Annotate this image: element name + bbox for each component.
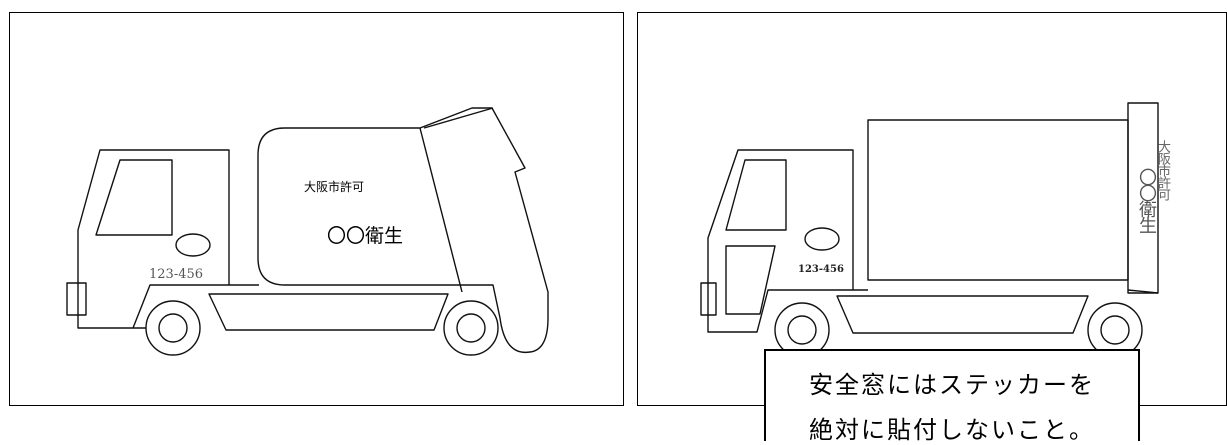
right-box-body [867,119,1129,281]
right-cab-outline [707,149,854,333]
right-bumper [700,282,717,316]
right-side-skirt [836,295,1089,334]
right-cab-window [725,159,787,231]
left-rear-hub [456,313,486,343]
left-packer-door [423,107,494,129]
left-chassis [133,284,259,329]
right-plate-text: 123-456 [798,264,844,275]
right-rear-hub [1100,315,1130,345]
left-bumper [66,282,87,316]
right-door-oval [804,227,840,251]
left-truck: 大阪市許可 〇〇衛生 123-456 [66,107,549,356]
right-permit-text-vertical: 大阪市許可 [1155,140,1170,200]
left-packer-body [257,107,549,354]
right-safety-window [725,245,776,315]
right-front-hub [787,315,817,345]
left-permit-text: 大阪市許可 [304,179,364,194]
left-door-oval [175,233,211,257]
right-truck: 123-456 [700,102,1159,358]
warning-note-line1: 安全窓にはステッカーを [809,371,1095,399]
warning-note-line2: 絶対に貼付しないこと。 [809,416,1095,444]
left-company-text: 〇〇衛生 [327,225,403,247]
left-front-hub [158,313,188,343]
left-rear-wheel [443,300,499,356]
left-panel [9,12,624,406]
warning-note: 安全窓にはステッカーを 絶対に貼付しないこと。 [764,349,1140,444]
left-packer-seam [419,127,463,293]
left-cab-window [95,159,173,236]
right-chassis [853,289,1159,294]
left-cab-outline [77,149,230,329]
right-rear-panel [1127,102,1159,294]
left-side-skirt [208,293,449,331]
left-plate-text: 123-456 [149,267,203,282]
right-company-text-vertical: 〇〇衛生 [1136,168,1157,232]
left-front-wheel [145,300,201,356]
